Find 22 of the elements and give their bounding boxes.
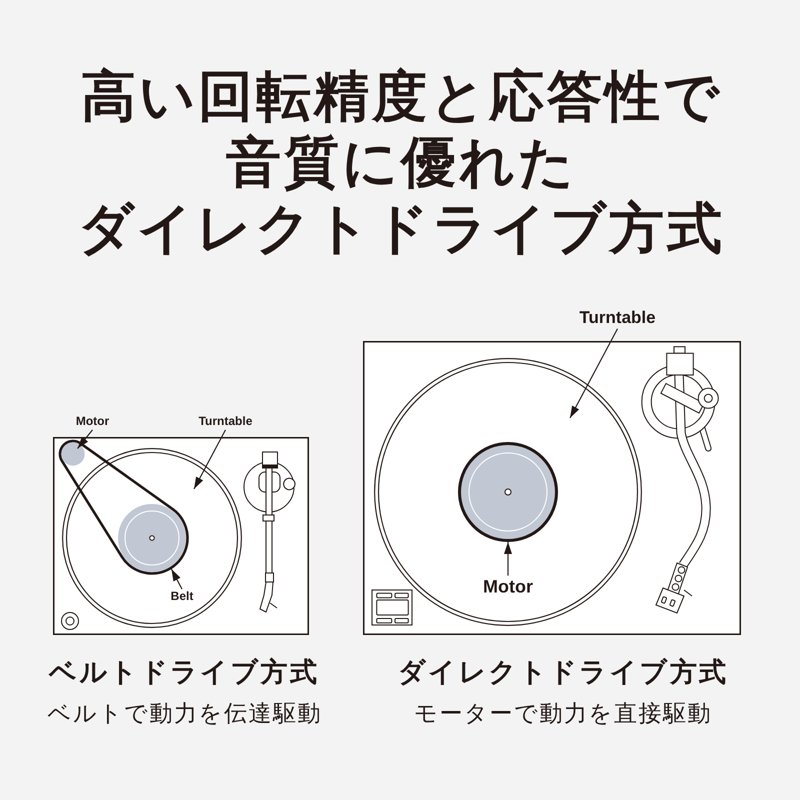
part-label: Turntable xyxy=(579,308,656,328)
leader-line xyxy=(170,568,182,590)
motor-disc xyxy=(458,442,558,542)
part-label: Motor xyxy=(76,415,110,429)
part-label: Motor xyxy=(483,576,533,598)
part-label: Belt xyxy=(170,590,194,604)
drive-belt xyxy=(58,439,189,575)
caption-text: モーターで動力を直接駆動 xyxy=(412,700,712,728)
leader-line xyxy=(77,430,93,449)
platter xyxy=(62,448,242,628)
leader-line xyxy=(504,542,512,576)
caption-text: ベルトで動力を伝達駆動 xyxy=(46,700,322,728)
title: 高い回転精度と応答性で音質に優れたダイレクトドライブ方式 xyxy=(77,63,725,261)
part-label: Turntable xyxy=(198,415,252,429)
turntable-panel xyxy=(363,341,741,635)
turntable-panel xyxy=(53,437,309,635)
motor-pulley xyxy=(61,442,85,466)
platter xyxy=(374,358,642,626)
leader-line xyxy=(194,430,226,490)
caption-heading: ベルトドライブ方式 xyxy=(48,657,319,689)
leader-line xyxy=(570,328,618,418)
caption-heading: ダイレクトドライブ方式 xyxy=(397,657,728,689)
